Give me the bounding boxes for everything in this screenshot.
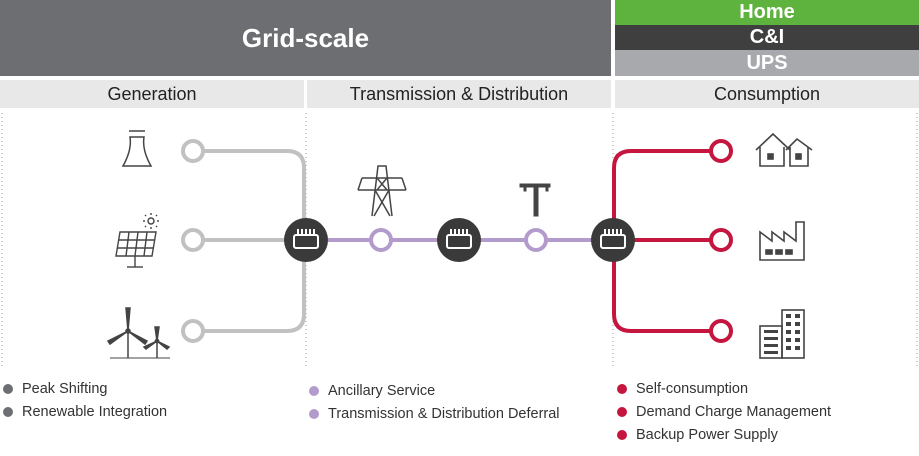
legend-dot [617, 406, 627, 417]
section-generation: Generation [0, 80, 304, 108]
section-consumption-label: Consumption [713, 83, 821, 104]
grid-scale-header: Grid-scale [0, 0, 611, 76]
segment-ci: C&I [615, 25, 919, 50]
legend-label: Backup Power Supply [636, 426, 778, 443]
section-generation-label: Generation [107, 83, 197, 104]
houses-icon [755, 132, 813, 167]
legend-label: Transmission & Distribution Deferral [328, 405, 560, 422]
power-plant-icon [121, 130, 153, 167]
section-consumption: Consumption [615, 80, 919, 108]
legend-item: Renewable Integration [3, 400, 167, 423]
legend-generation: Peak Shifting Renewable Integration [3, 377, 167, 423]
legend-dot [309, 385, 319, 396]
transmission-node [524, 228, 548, 252]
legend-dot [617, 429, 627, 440]
legend-item: Peak Shifting [3, 377, 167, 400]
segment-home-label: Home [739, 1, 795, 23]
office-building-icon [759, 309, 805, 359]
legend-dot [3, 406, 13, 417]
wind-turbine-icon [106, 307, 171, 359]
grid-scale-title: Grid-scale [241, 22, 370, 53]
legend-item: Demand Charge Management [617, 400, 831, 423]
legend-label: Demand Charge Management [636, 403, 832, 420]
legend-label: Ancillary Service [328, 382, 436, 399]
generation-node [181, 228, 205, 252]
legend-item: Transmission & Distribution Deferral [309, 402, 560, 425]
legend-label: Renewable Integration [22, 403, 168, 420]
legend-item: Self-consumption [617, 377, 831, 400]
solar-panel-icon [115, 213, 159, 268]
battery-icon [284, 218, 328, 262]
legend-dot [3, 383, 13, 394]
segment-ups-label: UPS [746, 51, 788, 74]
legend-item: Backup Power Supply [617, 423, 831, 446]
transmission-node [369, 228, 393, 252]
segment-ups: UPS [615, 50, 919, 76]
transmission-tower-icon [357, 165, 407, 217]
battery-icon [591, 218, 635, 262]
section-transmission-label: Transmission & Distribution [349, 83, 569, 104]
segment-home: Home [615, 0, 919, 25]
utility-pole-icon [519, 183, 551, 217]
consumption-node [709, 228, 733, 252]
generation-node [181, 319, 205, 343]
factory-icon [759, 221, 805, 261]
generation-node [181, 139, 205, 163]
section-transmission: Transmission & Distribution [307, 80, 611, 108]
legend-transmission: Ancillary Service Transmission & Distrib… [309, 379, 560, 425]
segment-ci-label: C&I [749, 26, 785, 48]
legend-item: Ancillary Service [309, 379, 560, 402]
consumption-node [709, 319, 733, 343]
legend-label: Peak Shifting [22, 380, 108, 397]
battery-icon [437, 218, 481, 262]
legend-dot [309, 408, 319, 419]
consumption-node [709, 139, 733, 163]
legend-dot [617, 383, 627, 394]
legend-label: Self-consumption [636, 380, 749, 397]
legend-consumption: Self-consumption Demand Charge Managemen… [617, 377, 831, 446]
